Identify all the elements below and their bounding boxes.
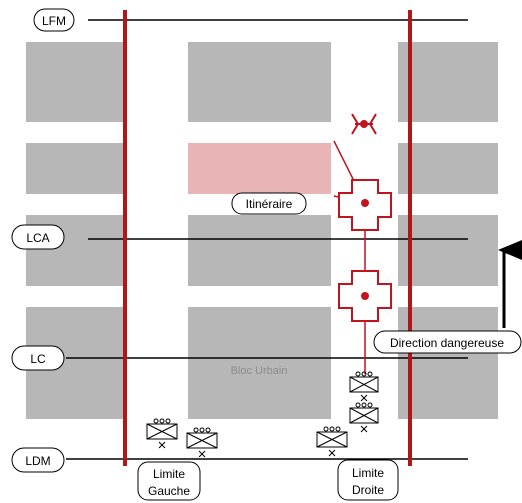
svg-text:Gauche: Gauche	[148, 484, 190, 498]
label-lc: LC	[11, 345, 65, 371]
direction-dangereuse-label: Direction dangereuse	[373, 330, 522, 354]
svg-text:Limite: Limite	[352, 466, 384, 480]
bloc-urbain-label: Bloc Urbain	[231, 365, 288, 377]
platoon-symbol-icon	[316, 426, 348, 457]
platoon-symbol-icon	[349, 371, 379, 402]
label-lca: LCA	[11, 224, 65, 250]
limite-droite-label: Limite Droite	[337, 459, 399, 501]
block-left-2	[26, 143, 126, 194]
svg-text:LC: LC	[30, 352, 46, 366]
platoon-symbol-icon	[349, 402, 379, 433]
limite-gauche-label: Limite Gauche	[137, 461, 201, 501]
phase-lines	[66, 19, 468, 460]
urban-blocks	[26, 42, 498, 419]
objective-zone	[188, 143, 331, 194]
svg-text:LFM: LFM	[42, 14, 66, 28]
svg-text:Itinéraire: Itinéraire	[246, 197, 293, 211]
itineraire-label: Itinéraire	[231, 192, 307, 215]
block-center-3	[188, 215, 331, 286]
svg-text:LDM: LDM	[25, 454, 50, 468]
block-right-2	[398, 143, 498, 194]
route	[333, 140, 366, 374]
medical-cross-icon	[338, 270, 392, 322]
svg-text:LCA: LCA	[26, 231, 49, 245]
label-ldm: LDM	[11, 447, 65, 473]
medical-cross-icon	[338, 179, 392, 231]
platoon-symbol-icon	[146, 418, 178, 449]
block-right-4	[398, 307, 498, 419]
block-center-4	[188, 307, 331, 419]
block-center-1	[188, 42, 331, 122]
block-right-1	[398, 42, 498, 122]
svg-text:Droite: Droite	[352, 483, 384, 497]
svg-text:Direction dangereuse: Direction dangereuse	[390, 336, 504, 350]
label-lfm: LFM	[33, 8, 75, 32]
bypass-obstacle-icon	[351, 113, 377, 135]
block-right-3	[398, 215, 498, 286]
platoon-symbol-icon	[186, 427, 218, 458]
block-left-1	[26, 42, 126, 122]
svg-text:Limite: Limite	[153, 467, 185, 481]
